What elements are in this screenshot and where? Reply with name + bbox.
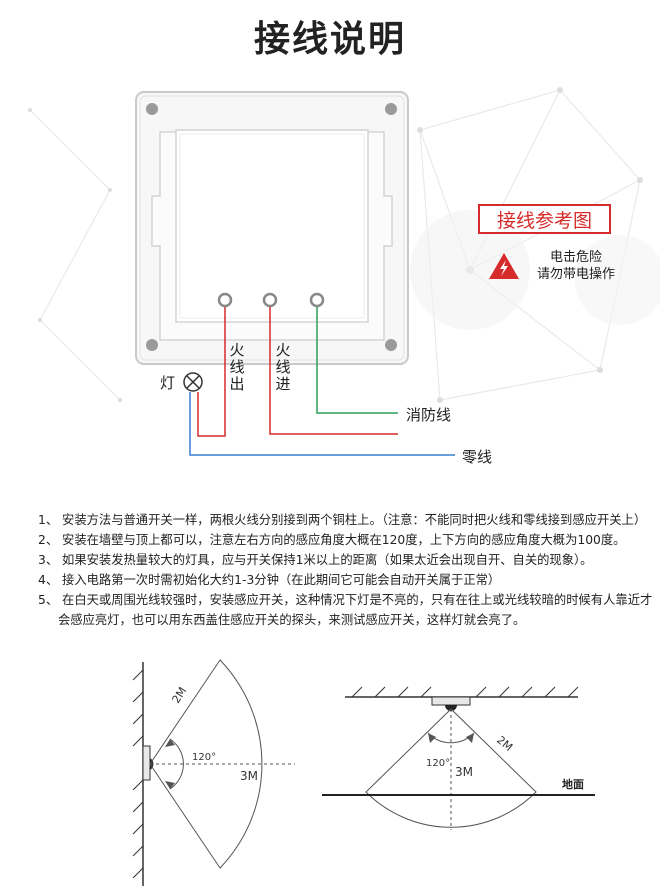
- label-neutral-wire: 零线: [462, 448, 493, 466]
- wiring-diagram: [135, 91, 455, 456]
- terminal-live-in: [262, 292, 278, 308]
- wire-live-out: [197, 307, 226, 437]
- screw-top-right: [385, 103, 397, 115]
- label-lamp: 灯: [160, 374, 176, 392]
- note-item: 3、 如果安装发热量较大的灯具，应与开关保持1米以上的距离（如果太近会出现自开、…: [38, 553, 593, 567]
- electric-hazard-icon: [489, 253, 519, 279]
- ceiling-mount-diagram: 2M 120° 3M 地面: [322, 686, 595, 830]
- wall-distance-label: 2M: [170, 685, 190, 706]
- installation-notes: 1、 安装方法与普通开关一样，两根火线分别接到两个铜柱上。（注意：不能同时把火线…: [38, 510, 653, 630]
- wall-mount-diagram: 2M 120° 3M: [132, 659, 295, 886]
- label-fire-wire: 消防线: [406, 406, 452, 424]
- page-title: 接线说明: [253, 19, 406, 60]
- wire-fire: [316, 307, 398, 414]
- terminal-fire: [309, 292, 325, 308]
- wiring-reference-badge: 接线参考图: [478, 204, 611, 234]
- note-item: 5、 在白天或周围光线较强时，安装感应开关，这种情况下灯是不亮的，只有在往上或光…: [38, 593, 653, 607]
- note-item: 1、 安装方法与普通开关一样，两根火线分别接到两个铜柱上。（注意：不能同时把火线…: [38, 513, 647, 527]
- hazard-line-1: 电击危险: [550, 250, 603, 265]
- screw-bottom-right: [385, 339, 397, 351]
- hazard-warning-text: 电击危险 请勿带电操作: [537, 249, 615, 283]
- screw-bottom-left: [146, 339, 158, 351]
- terminal-live-out: [217, 292, 233, 308]
- ground-label: 地面: [562, 777, 584, 791]
- ceiling-angle-label: 120°: [426, 758, 450, 769]
- background-network-pattern: [28, 87, 660, 403]
- wire-live-in: [269, 307, 398, 435]
- ceiling-range-label: 3M: [455, 765, 473, 779]
- wall-angle-label: 120°: [192, 752, 216, 763]
- switch-panel: [135, 91, 409, 365]
- detection-range-diagrams: 2M 120° 3M 2M 120° 3M 地面: [132, 659, 595, 886]
- lamp-icon: [183, 372, 203, 392]
- note-item: 4、 接入电路第一次时需初始化大约1-3分钟（在此期间它可能会自动开关属于正常）: [38, 573, 501, 587]
- screw-top-left: [146, 103, 158, 115]
- label-live-out: 火线出: [229, 341, 245, 393]
- note-item-continuation: 会感应亮灯，也可以用东西盖住感应开关的探头，来测试感应开关，这样灯就会亮了。: [58, 613, 526, 627]
- note-item: 2、 安装在墙壁与顶上都可以，注意左右方向的感应角度大概在120度，上下方向的感…: [38, 533, 626, 547]
- hazard-line-2: 请勿带电操作: [537, 267, 616, 282]
- wire-neutral: [189, 392, 455, 456]
- wall-range-label: 3M: [240, 769, 258, 783]
- label-live-in: 火线进: [275, 341, 291, 393]
- ceiling-distance-label: 2M: [494, 733, 515, 754]
